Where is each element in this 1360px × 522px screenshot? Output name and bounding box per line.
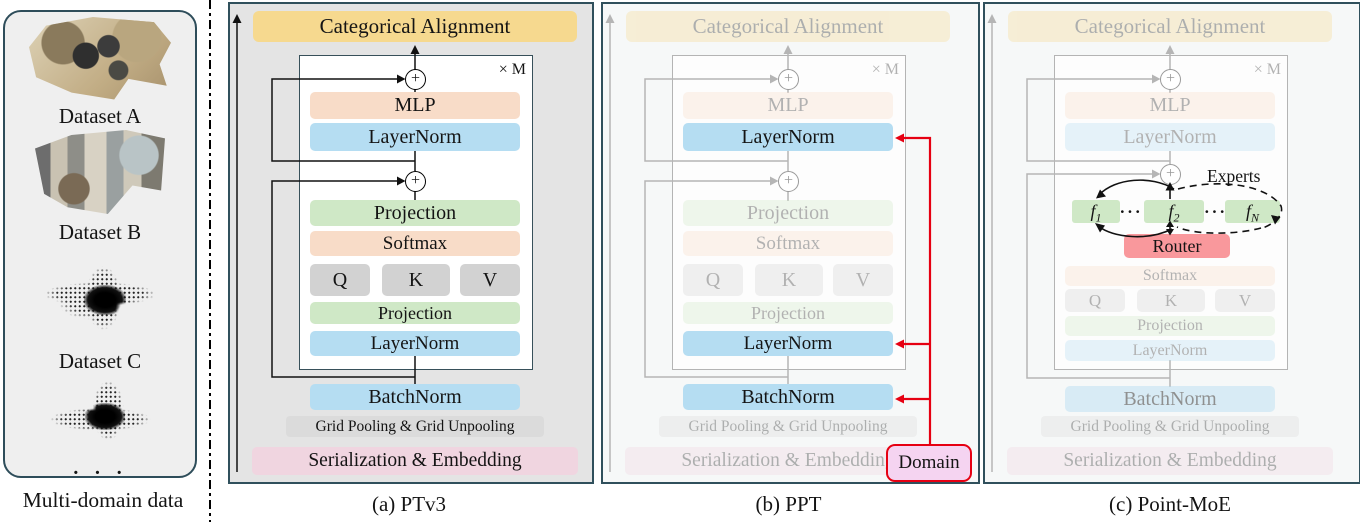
value-block: V <box>833 264 893 296</box>
grid-pooling-block: Grid Pooling & Grid Unpooling <box>286 416 544 437</box>
projection-block: Projection <box>310 200 520 226</box>
softmax-block: Softmax <box>683 231 893 256</box>
dash-dot-separator <box>209 0 211 522</box>
key-block: K <box>755 264 823 296</box>
router-dispatch-arrows <box>1095 179 1283 238</box>
softmax-block: Softmax <box>1065 266 1275 286</box>
dataset-d-pointcloud-image <box>23 372 178 458</box>
transformer-block-box <box>672 55 906 370</box>
softmax-block: Softmax <box>310 231 520 256</box>
layernorm-block: LayerNorm <box>310 331 520 356</box>
layernorm-block-highlighted: LayerNorm <box>683 123 893 151</box>
router-block: Router <box>1124 234 1230 258</box>
serialization-embedding-block: Serialization & Embedding <box>1007 447 1333 475</box>
domain-prompt-box: Domain <box>886 444 972 482</box>
batchnorm-block: BatchNorm <box>310 384 520 410</box>
value-block: V <box>1215 289 1275 312</box>
query-block: Q <box>310 264 370 296</box>
projection-block: Projection <box>1065 316 1275 336</box>
grid-pooling-block: Grid Pooling & Grid Unpooling <box>1041 416 1299 437</box>
serialization-embedding-block: Serialization & Embedding <box>252 447 578 475</box>
mlp-block: MLP <box>683 92 893 119</box>
layernorm-block: LayerNorm <box>310 123 520 151</box>
key-block: K <box>382 264 450 296</box>
query-block: Q <box>1065 289 1125 312</box>
dataset-c-label: Dataset C <box>58 349 142 373</box>
domain-condition-arrows <box>895 133 932 445</box>
layernorm-block-highlighted: LayerNorm <box>683 331 893 356</box>
dataset-a-pointcloud-image <box>29 17 171 100</box>
repeat-times-m-label: × M <box>498 61 526 78</box>
layernorm-block: LayerNorm <box>1065 340 1275 361</box>
caption-point-moe: (c) Point-MoE <box>1109 492 1231 516</box>
key-block: K <box>1137 289 1205 312</box>
grid-pooling-block: Grid Pooling & Grid Unpooling <box>659 416 917 437</box>
residual-add-icon: + <box>778 171 799 192</box>
flow-lines-faded <box>987 14 1175 472</box>
residual-add-icon: + <box>405 69 426 90</box>
mlp-block: MLP <box>1065 92 1275 119</box>
repeat-times-m-label: × M <box>871 61 899 78</box>
projection-block: Projection <box>310 302 520 324</box>
expert-f2-block: f2 <box>1144 200 1204 225</box>
panel-point-moe: Categorical Alignment × M + MLP LayerNor… <box>983 2 1360 484</box>
expert-f1-block: f1 <box>1072 200 1120 225</box>
categorical-alignment-block: Categorical Alignment <box>626 11 950 42</box>
experts-ellipsis: ··· <box>1204 202 1228 221</box>
flow-lines <box>232 14 420 472</box>
query-block: Q <box>683 264 743 296</box>
sidebar-caption: Multi-domain data <box>22 488 184 512</box>
repeat-times-m-label: × M <box>1253 61 1281 78</box>
value-block: V <box>460 264 520 296</box>
projection-block: Projection <box>683 200 893 226</box>
residual-add-icon: + <box>1160 69 1181 90</box>
expert-fn-block: fN <box>1225 200 1280 225</box>
residual-add-icon: + <box>778 69 799 90</box>
multi-domain-data-panel: Dataset A Dataset B Dataset C · · · <box>3 10 197 484</box>
categorical-alignment-block: Categorical Alignment <box>1008 11 1332 42</box>
residual-add-icon: + <box>405 171 426 192</box>
dataset-a-label: Dataset A <box>58 104 142 128</box>
layernorm-block: LayerNorm <box>1065 123 1275 151</box>
experts-ellipsis: ··· <box>1119 202 1143 221</box>
caption-ppt: (b) PPT <box>755 492 822 516</box>
mlp-block: MLP <box>310 92 520 119</box>
dataset-b-label: Dataset B <box>58 220 142 244</box>
batchnorm-block: BatchNorm <box>1065 386 1275 412</box>
categorical-alignment-block: Categorical Alignment <box>253 11 577 42</box>
caption-ptv3: (a) PTv3 <box>371 492 447 516</box>
experts-label: Experts <box>1207 166 1261 186</box>
batchnorm-block-highlighted: BatchNorm <box>683 384 893 410</box>
more-datasets-ellipsis: · · · <box>72 462 128 484</box>
dataset-b-pointcloud-image <box>35 130 165 214</box>
panel-ptv3: Categorical Alignment × M + MLP LayerNor… <box>228 2 594 484</box>
panel-ppt: Categorical Alignment × M + MLP LayerNor… <box>601 2 980 484</box>
dataset-c-pointcloud-image <box>19 250 181 346</box>
projection-block: Projection <box>683 302 893 324</box>
